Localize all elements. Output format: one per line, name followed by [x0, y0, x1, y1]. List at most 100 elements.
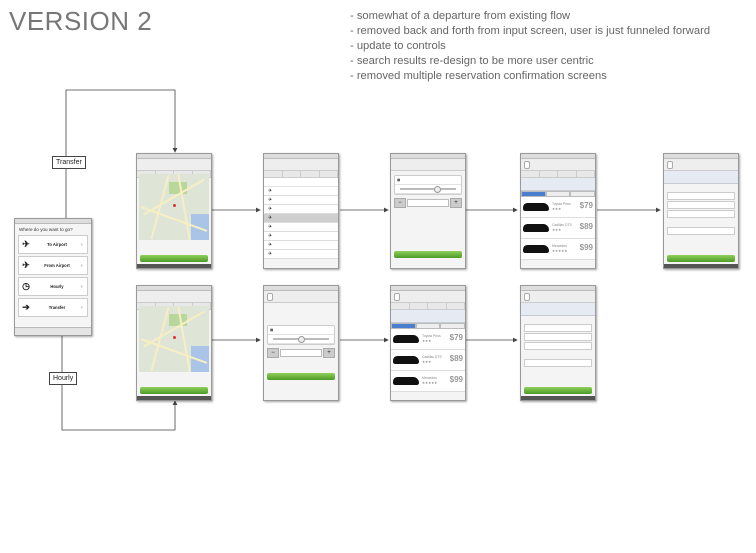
option-from-airport[interactable]: ✈ From Airport ›: [18, 256, 88, 275]
time-slider[interactable]: [400, 186, 456, 193]
date-row[interactable]: ▦: [395, 176, 461, 185]
phone-field[interactable]: [667, 201, 735, 209]
list-item[interactable]: ✈: [264, 187, 338, 196]
car-name: Mercedes: [552, 244, 567, 248]
airplane-icon: ✈: [268, 224, 273, 230]
card-field[interactable]: [667, 227, 735, 235]
segmented-control[interactable]: [391, 303, 465, 310]
next-button[interactable]: [140, 255, 208, 262]
checkout-screen: [663, 153, 739, 269]
airplane-icon: ✈: [268, 233, 273, 239]
car-price: $89: [449, 354, 463, 363]
passenger-count: [280, 349, 322, 357]
plus-button[interactable]: +: [323, 348, 335, 358]
next-button[interactable]: [140, 387, 208, 394]
map-pickup-screen: [136, 285, 212, 401]
card-field[interactable]: [524, 359, 592, 367]
search-button[interactable]: [394, 251, 462, 258]
minus-button[interactable]: −: [394, 198, 406, 208]
status-bar: [264, 286, 338, 291]
car-rating: ★★★: [422, 339, 432, 343]
home-screen: Where do you want to go? ✈ To Airport › …: [14, 218, 92, 336]
note-item: - search results re-design to be more us…: [350, 55, 594, 67]
car-result[interactable]: Toyota Prius★★★ $79: [521, 197, 595, 218]
list-item[interactable]: ✈: [264, 241, 338, 250]
tab[interactable]: [440, 323, 465, 329]
details-screen: ▦ − +: [390, 153, 466, 269]
list-item[interactable]: ✈: [264, 250, 338, 259]
back-button[interactable]: [394, 293, 400, 301]
list-item[interactable]: ✈: [264, 214, 338, 223]
name-field[interactable]: [524, 324, 592, 332]
car-result[interactable]: Cadillac DTS★★★ $89: [391, 350, 465, 371]
list-item[interactable]: ✈: [264, 232, 338, 241]
back-button[interactable]: [667, 161, 673, 169]
back-button[interactable]: [524, 161, 530, 169]
chevron-right-icon: ›: [81, 304, 83, 311]
car-result[interactable]: Mercedes★★★★★ $99: [391, 371, 465, 392]
tab[interactable]: [570, 191, 595, 197]
map-pin-icon: [173, 336, 176, 339]
chevron-right-icon: ›: [81, 283, 83, 290]
airplane-icon: ✈: [22, 260, 30, 270]
car-rating: ★★★: [552, 228, 562, 232]
slider-knob[interactable]: [433, 186, 441, 193]
hourly-details-screen: ▦ − +: [263, 285, 339, 401]
name-field[interactable]: [667, 192, 735, 200]
tab[interactable]: [391, 323, 416, 329]
status-bar: [664, 154, 738, 159]
segmented-control[interactable]: [264, 171, 338, 178]
list-item[interactable]: ✈: [264, 196, 338, 205]
car-rating: ★★★: [422, 360, 432, 364]
airplane-icon: ✈: [268, 242, 273, 248]
passenger-count: [407, 199, 449, 207]
status-bar: [137, 286, 211, 291]
time-slider-row[interactable]: [395, 185, 461, 194]
plus-button[interactable]: +: [450, 198, 462, 208]
phone-field[interactable]: [524, 333, 592, 341]
car-name: Mercedes: [422, 376, 437, 380]
email-field[interactable]: [667, 210, 735, 218]
route-summary: [521, 178, 595, 191]
car-result[interactable]: Mercedes★★★★★ $99: [521, 239, 595, 260]
search-button[interactable]: [267, 373, 335, 380]
book-button[interactable]: [524, 387, 592, 394]
note-item: - removed multiple reservation confirmat…: [350, 70, 607, 82]
tab[interactable]: [415, 323, 441, 329]
hours-slider[interactable]: [273, 336, 329, 343]
list-item[interactable]: ✈: [264, 205, 338, 214]
list-item[interactable]: ✈: [264, 223, 338, 232]
option-hourly[interactable]: ◷ Hourly ›: [18, 277, 88, 296]
calendar-icon: ▦: [397, 178, 401, 182]
date-row[interactable]: ▦: [268, 326, 334, 335]
back-button[interactable]: [524, 293, 530, 301]
status-bar: [137, 154, 211, 159]
tab-bar: [15, 327, 91, 335]
car-image: [393, 377, 419, 385]
back-button[interactable]: [267, 293, 273, 301]
option-to-airport[interactable]: ✈ To Airport ›: [18, 235, 88, 254]
car-result[interactable]: Cadillac DTS★★★ $89: [521, 218, 595, 239]
search-field[interactable]: [264, 178, 338, 187]
bottom-bar: [521, 396, 595, 400]
airplane-icon: ✈: [268, 206, 273, 212]
tab[interactable]: [521, 191, 546, 197]
option-label: Hourly: [50, 284, 64, 289]
map-view[interactable]: [139, 174, 209, 240]
option-transfer[interactable]: ➔ Transfer ›: [18, 298, 88, 317]
screen-header: [521, 291, 595, 303]
results-screen: Toyota Prius★★★ $79 Cadillac DTS★★★ $89 …: [390, 285, 466, 401]
airplane-icon: ✈: [268, 215, 273, 221]
hours-slider-row[interactable]: [268, 335, 334, 344]
email-field[interactable]: [524, 342, 592, 350]
slider-knob[interactable]: [298, 336, 306, 343]
clock-icon: ◷: [22, 281, 30, 291]
book-button[interactable]: [667, 255, 735, 262]
segmented-control[interactable]: [521, 171, 595, 178]
map-view[interactable]: [139, 306, 209, 372]
minus-button[interactable]: −: [267, 348, 279, 358]
car-rating: ★★★★★: [552, 249, 568, 253]
tab[interactable]: [545, 191, 571, 197]
car-result[interactable]: Toyota Prius★★★ $79: [391, 329, 465, 350]
notes-list: - somewhat of a departure from existing …: [350, 9, 710, 84]
